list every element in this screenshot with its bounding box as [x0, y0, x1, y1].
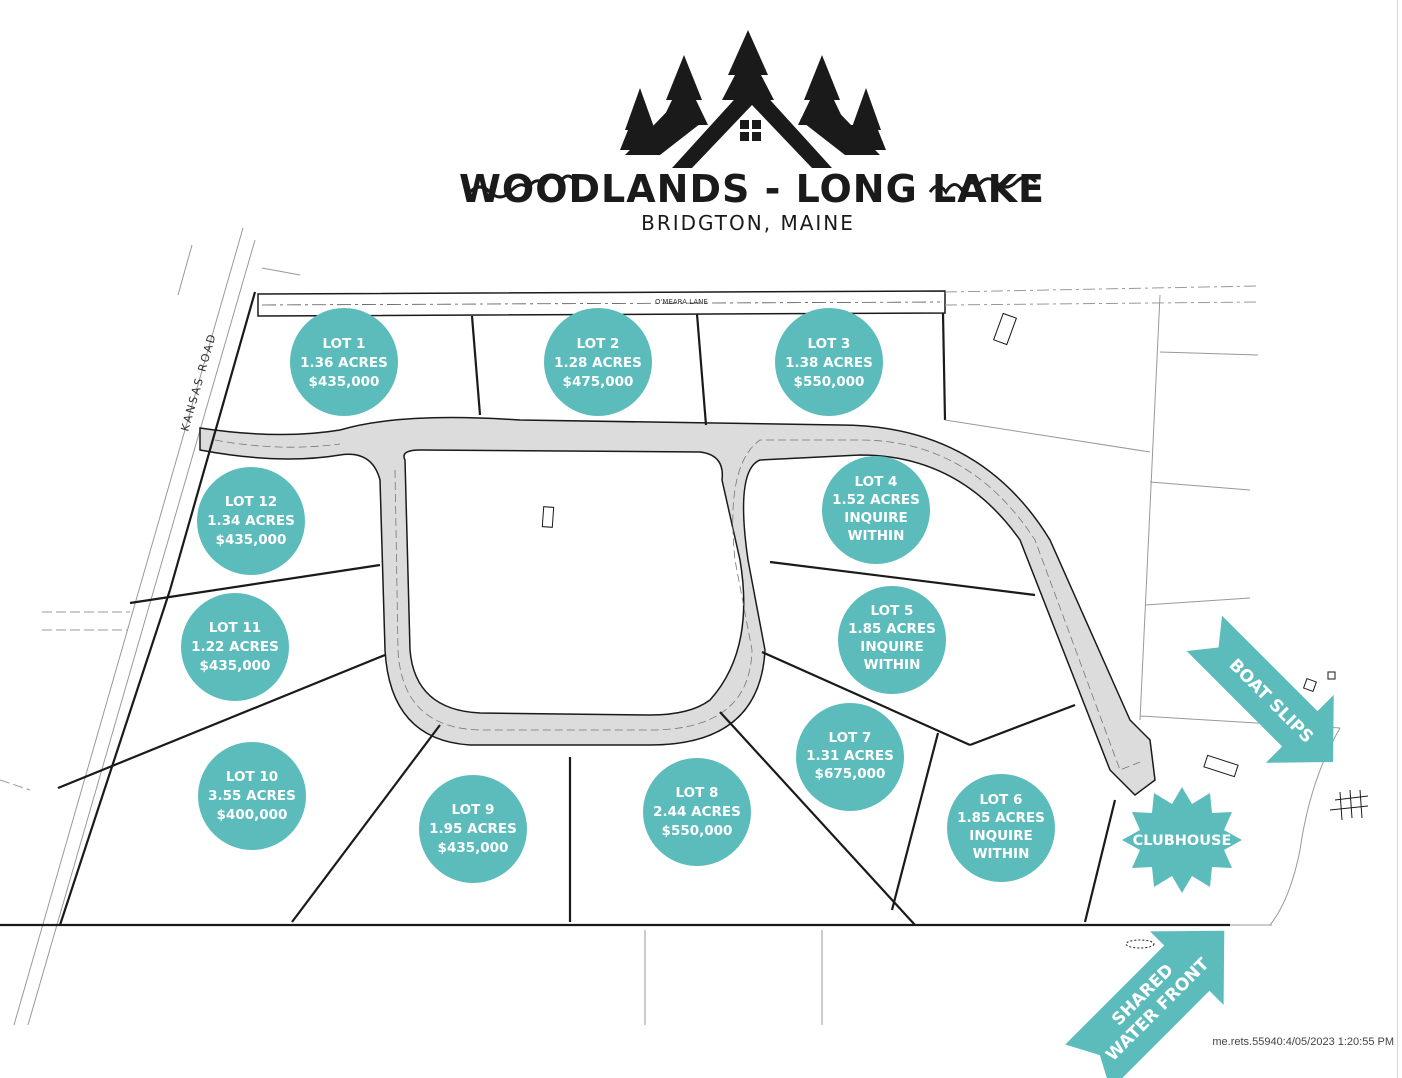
lot-2-name: LOT 2 [577, 336, 620, 352]
lot-4-price-line1: INQUIRE [844, 510, 907, 526]
starburst-icon [1122, 787, 1242, 893]
kansas-road [13, 227, 301, 1026]
lot-5-price-line2: WITHIN [864, 657, 921, 673]
dock-icon [1329, 789, 1369, 821]
lot-5-acres: 1.85 ACRES [848, 621, 936, 637]
lot-10-price: $400,000 [217, 807, 288, 823]
lot-2-marker[interactable]: LOT 2 1.28 ACRES $475,000 [544, 308, 652, 416]
lot-12-name: LOT 12 [225, 494, 277, 510]
lot-7-price: $675,000 [815, 766, 886, 782]
boat-house [1302, 677, 1318, 693]
lot-6-acres: 1.85 ACRES [957, 810, 1045, 826]
boat-house-2 [1327, 671, 1336, 680]
listing-watermark: me.rets.55940:4/05/2023 1:20:55 PM [1212, 1036, 1394, 1048]
lot-1-marker[interactable]: LOT 1 1.36 ACRES $435,000 [290, 308, 398, 416]
lot-11-price: $435,000 [200, 658, 271, 674]
lot-6-price-line2: WITHIN [973, 846, 1030, 862]
lot-10-marker[interactable]: LOT 10 3.55 ACRES $400,000 [198, 742, 306, 850]
lot-10-name: LOT 10 [226, 769, 278, 785]
lot-1-name: LOT 1 [323, 336, 366, 352]
lot-3-price: $550,000 [794, 374, 865, 390]
structure-north [992, 312, 1018, 346]
shoreline-mark [1125, 939, 1155, 949]
clubhouse-label: CLUBHOUSE [1133, 833, 1232, 849]
arrow-up-right-icon [1065, 930, 1225, 1078]
lot-7-acres: 1.31 ACRES [806, 748, 894, 764]
lot-11-acres: 1.22 ACRES [191, 639, 279, 655]
wave-right-icon [928, 175, 1038, 195]
lot-10-acres: 3.55 ACRES [208, 788, 296, 804]
lot-11-marker[interactable]: LOT 11 1.22 ACRES $435,000 [181, 593, 289, 701]
lot-2-acres: 1.28 ACRES [554, 355, 642, 371]
lot-6-marker[interactable]: LOT 6 1.85 ACRES INQUIRE WITHIN [947, 774, 1055, 882]
page-edge [1397, 0, 1398, 1078]
cabin-roofs-icon [625, 80, 880, 168]
lot-3-name: LOT 3 [808, 336, 851, 352]
lot-8-marker[interactable]: LOT 8 2.44 ACRES $550,000 [643, 758, 751, 866]
boat-slips-arrow[interactable]: BOAT SLIPS [1170, 599, 1367, 796]
wave-left-icon [468, 174, 578, 199]
lot-6-price-line1: INQUIRE [969, 828, 1032, 844]
kansas-road-label: KANSAS ROAD [178, 331, 219, 433]
lot-11-name: LOT 11 [209, 620, 261, 636]
pine-trees-icon [620, 30, 886, 150]
omeara-lane-label: O'MEARA LANE [655, 298, 708, 306]
lot-boundaries [0, 291, 1230, 927]
lot-8-name: LOT 8 [676, 785, 719, 801]
lot-9-price: $435,000 [438, 840, 509, 856]
lot-8-price: $550,000 [662, 823, 733, 839]
lot-1-price: $435,000 [309, 374, 380, 390]
lot-4-price-line2: WITHIN [848, 528, 905, 544]
lot-6-name: LOT 6 [980, 792, 1023, 808]
lot-8-acres: 2.44 ACRES [653, 804, 741, 820]
lot-7-name: LOT 7 [829, 730, 872, 746]
lot-2-price: $475,000 [563, 374, 634, 390]
lot-5-price-line1: INQUIRE [860, 639, 923, 655]
lot-7-marker[interactable]: LOT 7 1.31 ACRES $675,000 [796, 703, 904, 811]
lot-12-acres: 1.34 ACRES [207, 513, 295, 529]
lot-9-name: LOT 9 [452, 802, 495, 818]
shared-waterfront-arrow[interactable]: SHARED WATER FRONT [1051, 894, 1261, 1078]
arrow-right-icon [1186, 615, 1334, 763]
omeara-lane [257, 285, 1259, 317]
lot-5-marker[interactable]: LOT 5 1.85 ACRES INQUIRE WITHIN [838, 586, 946, 694]
logo: WOODLANDS - LONG LAKE BRIDGTON, MAINE [459, 30, 1045, 235]
clubhouse-marker[interactable]: CLUBHOUSE [1122, 787, 1242, 893]
lot-12-price: $435,000 [216, 532, 287, 548]
lot-9-acres: 1.95 ACRES [429, 821, 517, 837]
clubhouse-building [1203, 754, 1239, 778]
lot-5-name: LOT 5 [871, 603, 914, 619]
lot-markers: LOT 1 1.36 ACRES $435,000 LOT 2 1.28 ACR… [181, 308, 1055, 883]
lot-3-marker[interactable]: LOT 3 1.38 ACRES $550,000 [775, 308, 883, 416]
internal-road [199, 416, 1156, 796]
lot-4-name: LOT 4 [855, 474, 898, 490]
structure-center [541, 506, 555, 528]
page-title: WOODLANDS - LONG LAKE [459, 167, 1045, 211]
structures [541, 312, 1369, 949]
lot-4-acres: 1.52 ACRES [832, 492, 920, 508]
page-subtitle: BRIDGTON, MAINE [641, 211, 855, 235]
lot-9-marker[interactable]: LOT 9 1.95 ACRES $435,000 [419, 775, 527, 883]
lot-12-marker[interactable]: LOT 12 1.34 ACRES $435,000 [197, 467, 305, 575]
lot-1-acres: 1.36 ACRES [300, 355, 388, 371]
lot-4-marker[interactable]: LOT 4 1.52 ACRES INQUIRE WITHIN [822, 456, 930, 564]
lot-3-acres: 1.38 ACRES [785, 355, 873, 371]
